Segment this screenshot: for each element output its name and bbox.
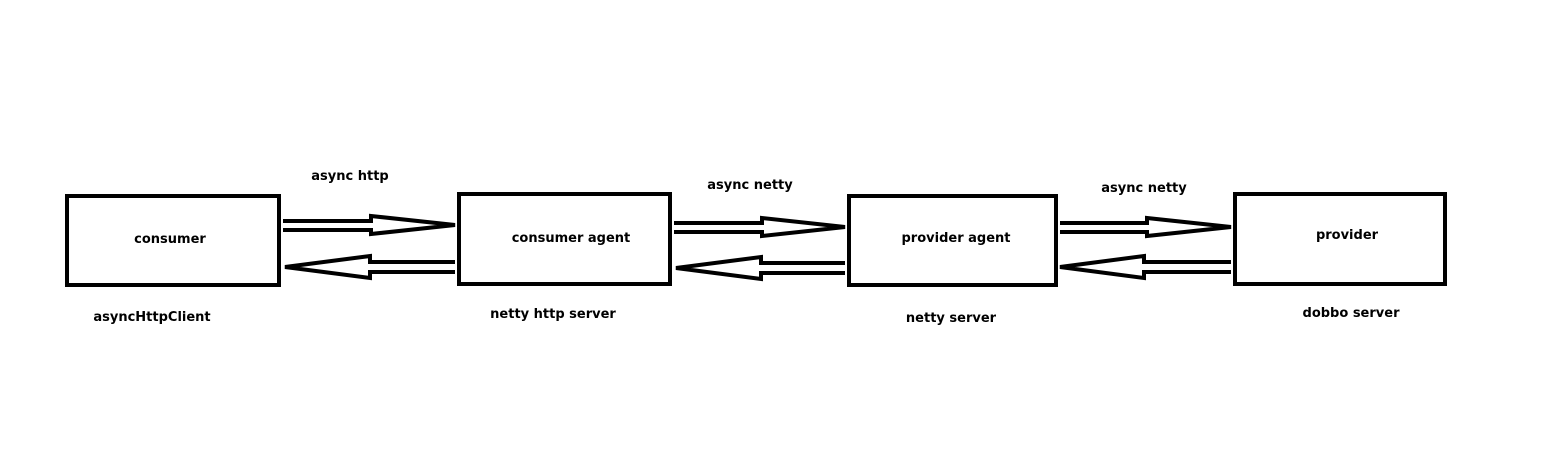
provider-label: provider [1315,228,1379,243]
edge-label-async-netty-2: async netty [1101,181,1187,196]
consumer-sublabel: asyncHttpClient [93,310,211,325]
arrow-provider-to-provider-agent [1059,253,1231,281]
consumer-agent-box [457,192,672,286]
provider-agent-box [847,194,1058,287]
consumer-agent-sublabel: netty http server [490,307,616,322]
edge-label-async-netty-1: async netty [707,178,793,193]
consumer-box [65,194,281,287]
consumer-agent-label: consumer agent [511,231,631,246]
arrow-provider-agent-to-provider [1060,215,1232,239]
provider-agent-label: provider agent [901,231,1011,246]
arrow-consumer-agent-to-consumer [284,253,455,281]
provider-sublabel: dobbo server [1302,306,1400,321]
edge-label-async-http: async http [311,169,389,184]
arrow-consumer-agent-to-provider-agent [674,215,846,239]
provider-box [1233,192,1447,286]
arrow-consumer-to-consumer-agent [283,213,456,237]
provider-agent-sublabel: netty server [905,311,997,326]
arrow-provider-agent-to-consumer-agent [675,254,845,282]
consumer-label: consumer [134,232,206,247]
